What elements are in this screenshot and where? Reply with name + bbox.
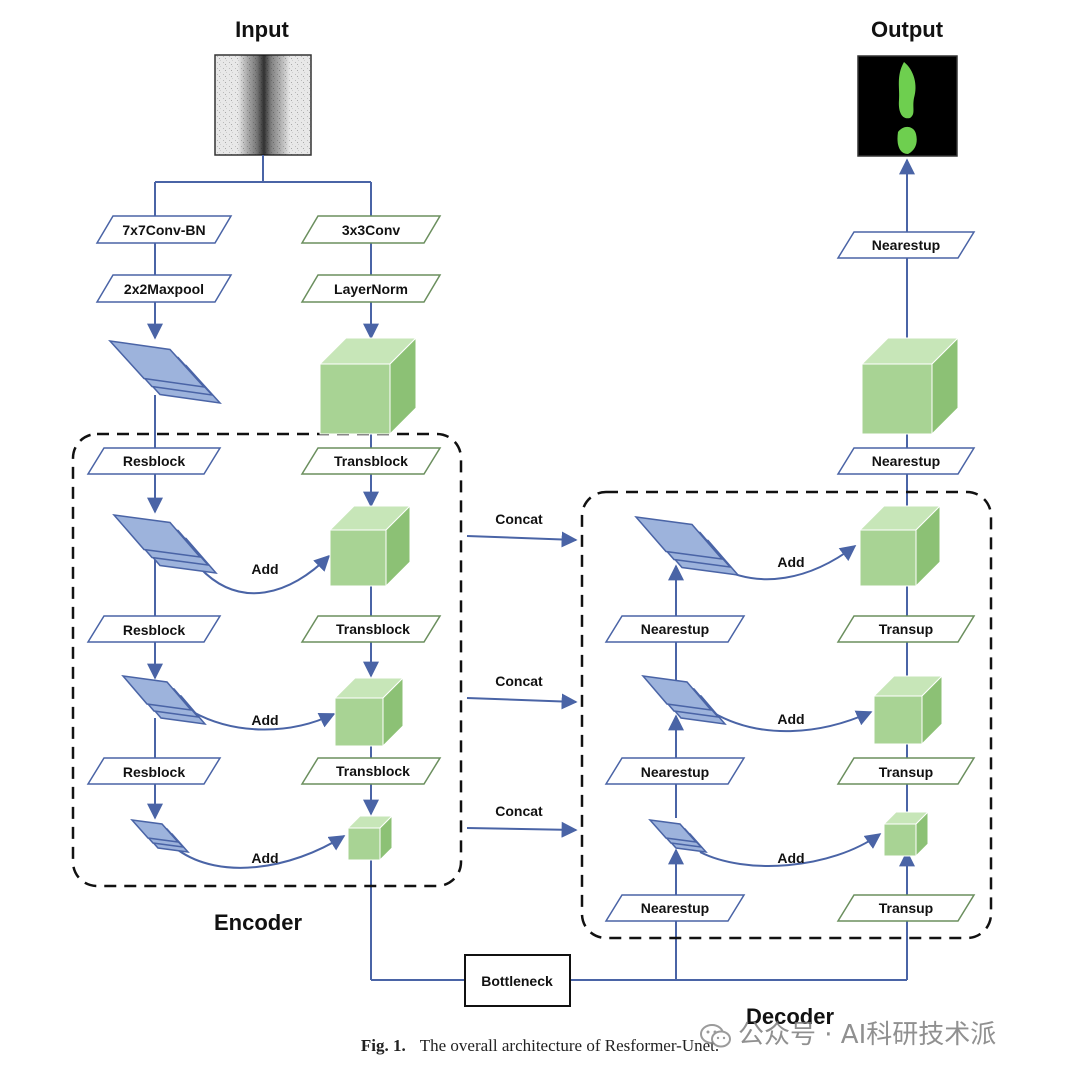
svg-text:3x3Conv: 3x3Conv	[342, 222, 401, 238]
out-trans-cube	[860, 336, 960, 436]
watermark: 公众号 · AI科研技术派	[700, 1014, 996, 1051]
svg-text:LayerNorm: LayerNorm	[334, 281, 408, 297]
dec-transup-3: Transup	[836, 894, 976, 922]
concat-label-3: Concat	[495, 803, 543, 819]
enc-feature-stack-3	[130, 818, 190, 854]
dec-nearestup-1: Nearestup	[604, 615, 746, 643]
input-title: Input	[235, 17, 289, 42]
enc-label-conv3: 3x3Conv	[300, 215, 442, 244]
enc-trans-cube-2	[333, 676, 405, 748]
concat-label-1: Concat	[495, 511, 543, 527]
output-image	[857, 55, 958, 157]
dec-feature-stack-1	[634, 515, 740, 577]
svg-text:Bottleneck: Bottleneck	[481, 973, 553, 989]
dec-transup-1: Transup	[836, 615, 976, 643]
caption-text: The overall architecture of Resformer-Un…	[419, 1036, 720, 1055]
svg-text:Transup: Transup	[879, 621, 933, 637]
svg-text:Transup: Transup	[879, 764, 933, 780]
dec-nearestup-3: Nearestup	[604, 894, 746, 922]
enc-label-maxpool: 2x2Maxpool	[95, 274, 233, 303]
svg-text:Resblock: Resblock	[123, 764, 185, 780]
concat-label-2: Concat	[495, 673, 543, 689]
dec-nearestup-2: Nearestup	[604, 757, 746, 785]
svg-text:Transblock: Transblock	[334, 453, 408, 469]
svg-text:Nearestup: Nearestup	[872, 237, 940, 253]
dec-trans-cube-3	[882, 810, 930, 858]
enc-trans-cube-1	[328, 504, 412, 588]
bottleneck-box: Bottleneck	[464, 954, 571, 1007]
output-title: Output	[871, 17, 944, 42]
add-label-enc-2: Add	[251, 712, 278, 728]
dec-transup-2: Transup	[836, 757, 976, 785]
wechat-icon	[700, 1023, 731, 1047]
add-label-enc-1: Add	[251, 561, 278, 577]
dec-feature-stack-3	[648, 818, 708, 854]
watermark-text: 公众号 · AI科研技术派	[738, 1020, 997, 1050]
enc-resblock-3: Resblock	[86, 757, 222, 785]
svg-text:7x7Conv-BN: 7x7Conv-BN	[122, 222, 205, 238]
svg-text:Transblock: Transblock	[336, 621, 410, 637]
add-label-dec-3: Add	[777, 850, 804, 866]
dec-feature-stack-2	[641, 674, 727, 726]
caption-prefix: Fig. 1.	[360, 1036, 406, 1055]
enc-feature-stack-0	[108, 339, 222, 405]
svg-text:Resblock: Resblock	[123, 453, 185, 469]
enc-resblock-2: Resblock	[86, 615, 222, 643]
enc-transblock-1: Transblock	[300, 447, 442, 475]
svg-text:Transblock: Transblock	[336, 763, 410, 779]
svg-text:Nearestup: Nearestup	[872, 453, 940, 469]
decoder-region	[580, 490, 993, 940]
input-image	[214, 54, 312, 156]
svg-text:Nearestup: Nearestup	[641, 621, 709, 637]
encoder-region	[71, 432, 463, 888]
enc-trans-cube-0	[318, 336, 418, 436]
dec-trans-cube-1	[858, 504, 942, 588]
figure-caption: Fig. 1. The overall architecture of Resfo…	[0, 1036, 1080, 1056]
add-label-dec-1: Add	[777, 554, 804, 570]
add-label-dec-2: Add	[777, 711, 804, 727]
encoder-title: Encoder	[214, 910, 302, 935]
enc-feature-stack-1	[112, 513, 218, 575]
svg-text:2x2Maxpool: 2x2Maxpool	[124, 281, 204, 297]
svg-text:Nearestup: Nearestup	[641, 900, 709, 916]
enc-transblock-2: Transblock	[300, 615, 442, 643]
enc-resblock-1: Resblock	[86, 447, 222, 475]
enc-trans-cube-3	[346, 814, 394, 862]
out-nearestup-1: Nearestup	[836, 447, 976, 475]
svg-text:Resblock: Resblock	[123, 622, 185, 638]
enc-feature-stack-2	[121, 674, 207, 726]
enc-transblock-3: Transblock	[300, 757, 442, 785]
enc-label-layernorm: LayerNorm	[300, 274, 442, 303]
dec-trans-cube-2	[872, 674, 944, 746]
decoder-title: Decoder	[746, 1004, 834, 1029]
enc-label-conv7: 7x7Conv-BN	[95, 215, 233, 244]
svg-text:Transup: Transup	[879, 900, 933, 916]
svg-text:Nearestup: Nearestup	[641, 764, 709, 780]
add-label-enc-3: Add	[251, 850, 278, 866]
out-nearestup-2: Nearestup	[836, 231, 976, 259]
